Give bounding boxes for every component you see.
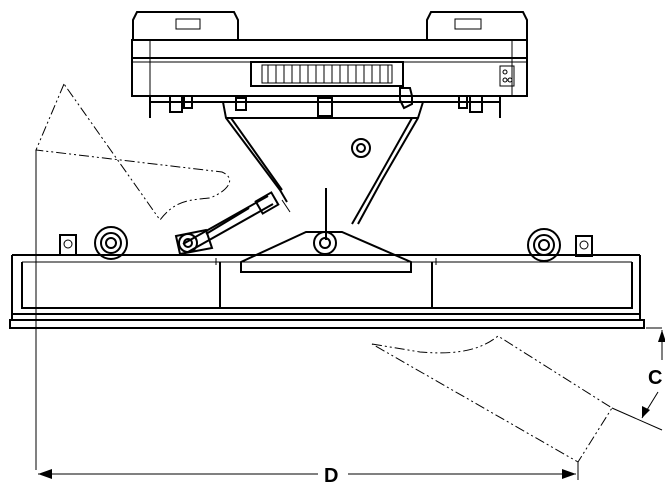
phantom-right-wing (371, 335, 613, 463)
phantom-left-wing (35, 82, 231, 221)
dimension-c-label: C (648, 367, 662, 389)
mower-deck (9, 254, 645, 329)
dimension-c: C (611, 327, 665, 431)
dimension-d: D (35, 150, 579, 486)
pivot-frame (174, 101, 424, 273)
carrier-housing (131, 11, 528, 118)
radiator-grille (267, 65, 389, 83)
dimension-d-label: D (324, 465, 338, 486)
right-gauge-wheel (527, 228, 593, 262)
